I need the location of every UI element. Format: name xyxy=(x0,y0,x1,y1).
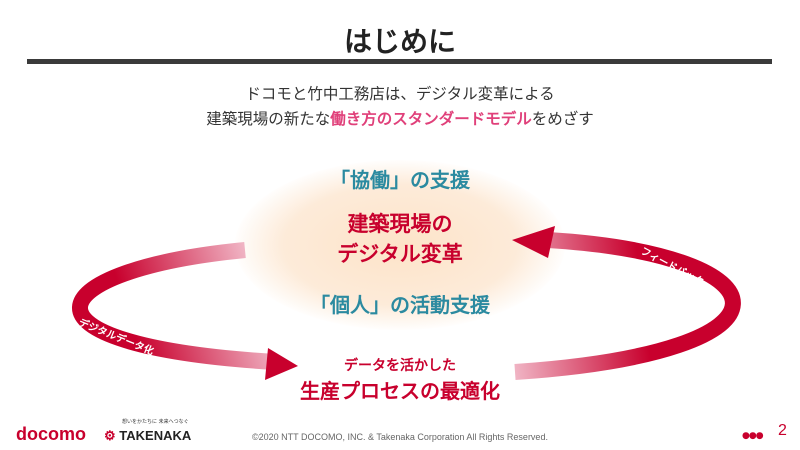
title-divider xyxy=(27,59,772,64)
dots-icon: ●●● xyxy=(742,431,764,441)
page-title: はじめに xyxy=(343,25,456,58)
takenaka-emblem-icon: ⚙ xyxy=(104,428,120,443)
individual-label: 「個人」の活動支援 xyxy=(310,293,490,317)
result-line-1: データを活かした xyxy=(344,358,456,374)
center-glow xyxy=(235,160,565,330)
collaboration-label: 「協働」の支援 xyxy=(330,168,470,192)
left-arrowhead xyxy=(265,348,298,380)
left-arrow-label: デジタルデータ化 xyxy=(77,316,156,358)
intro-text-end: をめざす xyxy=(531,110,594,128)
docomo-logo: docomo xyxy=(16,424,86,444)
copyright: ©2020 NTT DOCOMO, INC. & Takenaka Corpor… xyxy=(252,432,548,442)
center-title-2: デジタル変革 xyxy=(337,242,463,266)
intro-highlight: 働き方のスタンダードモデル xyxy=(330,110,532,128)
intro-text: 建築現場の新たな xyxy=(206,110,331,128)
page-number: 2 xyxy=(778,422,787,439)
intro-line-1: ドコモと竹中工務店は、デジタル変革による xyxy=(245,85,555,103)
feedback-arrow xyxy=(514,232,741,380)
right-arrowhead xyxy=(512,226,555,258)
takenaka-name: TAKENAKA xyxy=(119,428,192,443)
digitalization-arrow xyxy=(72,242,276,370)
takenaka-logo: ⚙ TAKENAKA xyxy=(104,428,191,444)
center-title-1: 建築現場の xyxy=(347,212,453,236)
intro-line-2: 建築現場の新たな働き方のスタンダードモデルをめざす xyxy=(0,107,800,129)
result-line-2: 生産プロセスの最適化 xyxy=(300,379,500,403)
takenaka-slogan: 想いをかたちに 未来へつなぐ xyxy=(122,419,189,425)
